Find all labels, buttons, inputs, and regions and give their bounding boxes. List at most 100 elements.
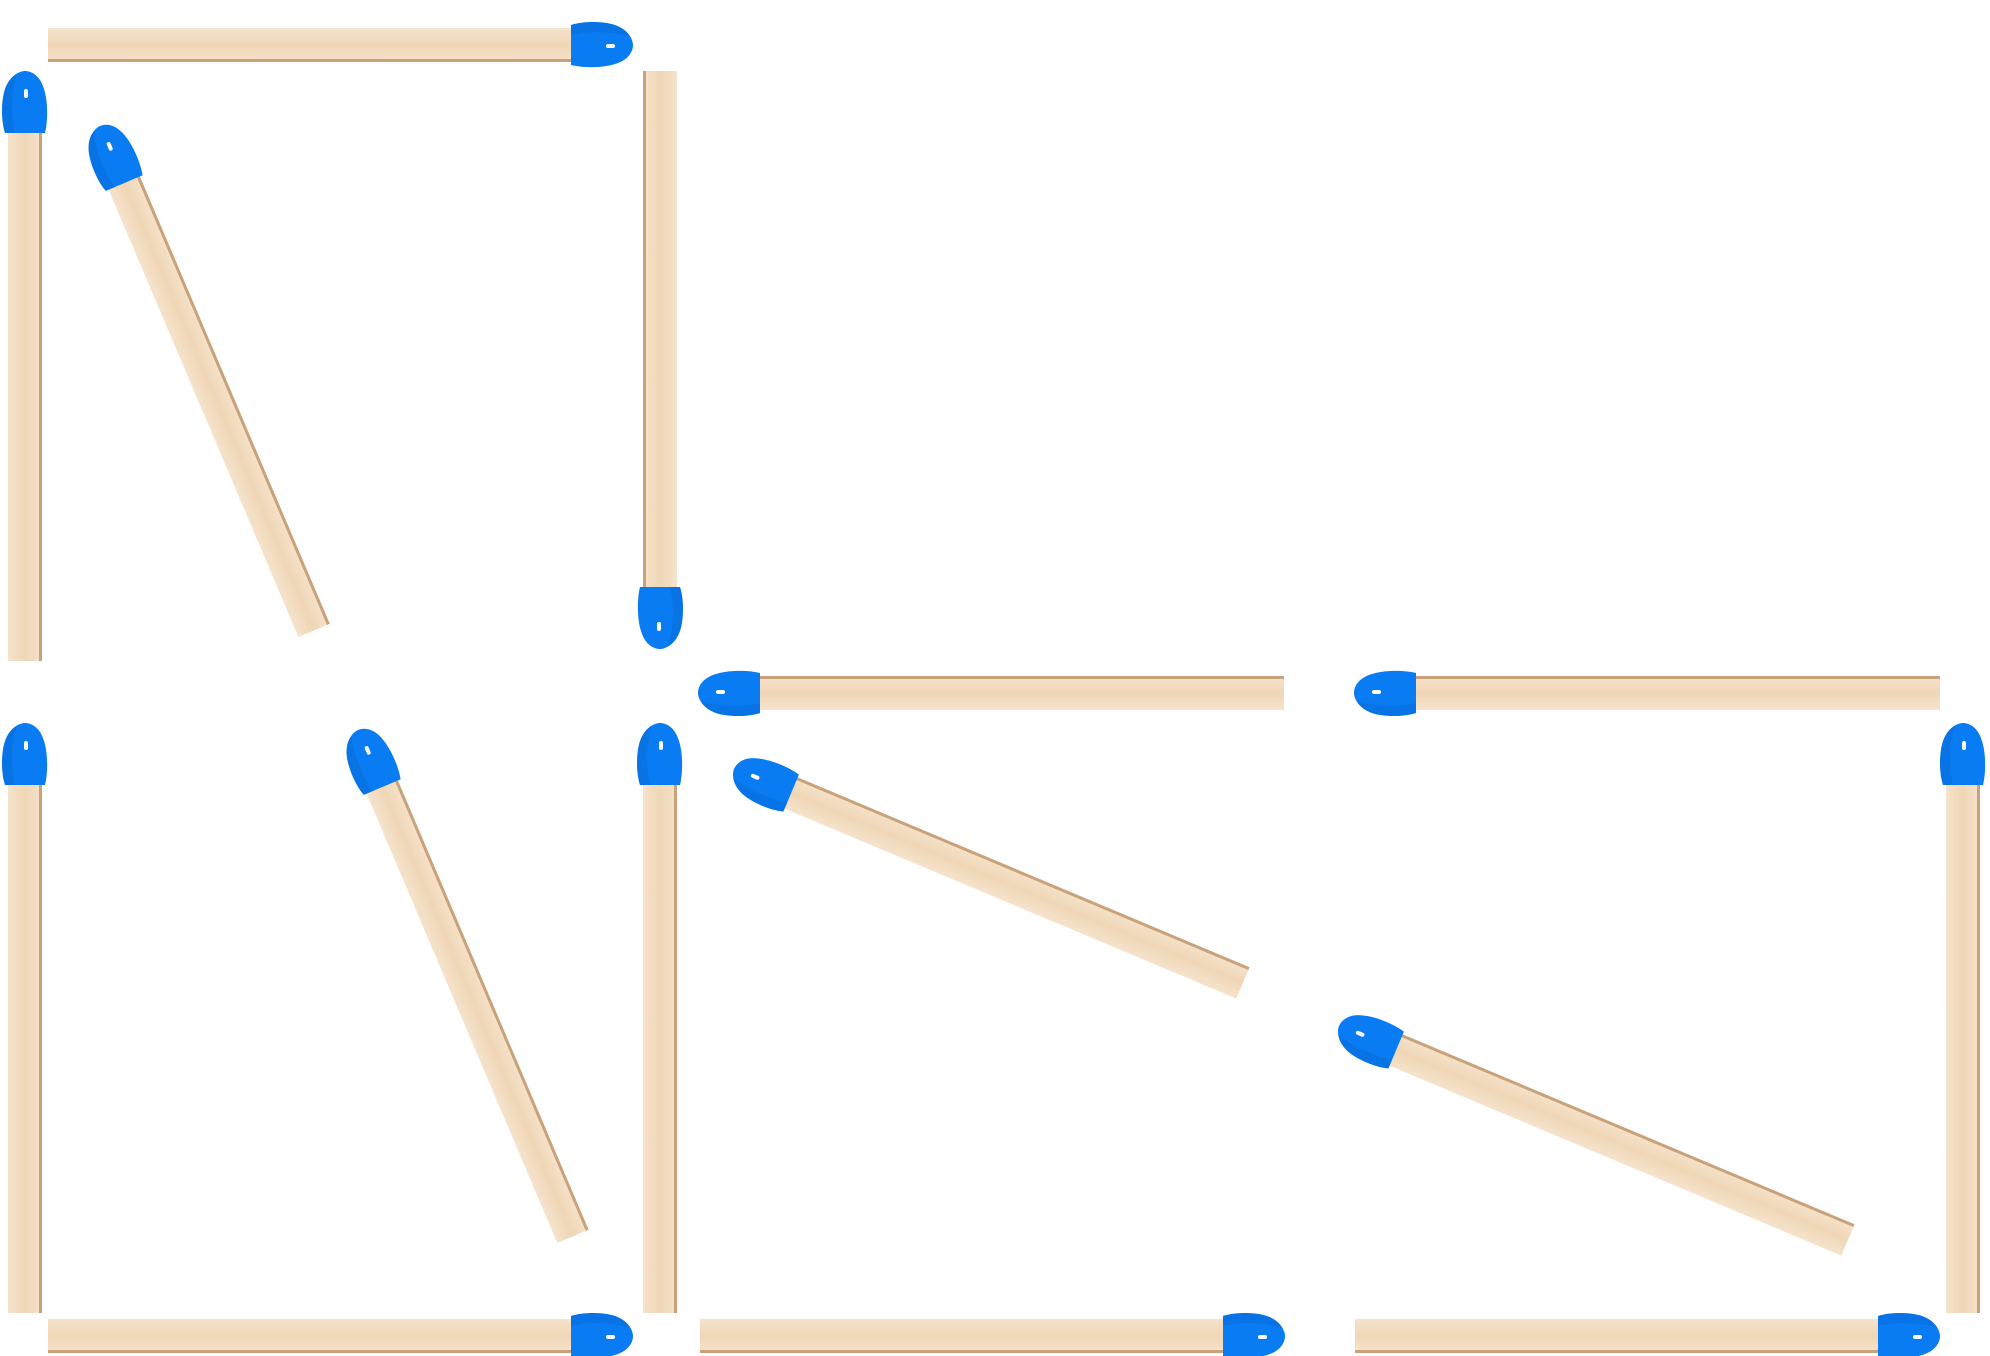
match-head-shade xyxy=(346,735,374,795)
match-stick-edge xyxy=(700,1350,1240,1353)
matchstick-middle-horizontal-1[interactable] xyxy=(698,670,1284,716)
matchstick-icon xyxy=(48,22,633,68)
match-head-highlight xyxy=(1962,741,1966,750)
matchstick-icon xyxy=(1355,1313,1940,1356)
match-stick xyxy=(1373,1027,1855,1256)
match-head-icon xyxy=(637,587,683,649)
match-stick xyxy=(768,770,1250,999)
match-head-icon xyxy=(1940,723,1986,785)
match-stick xyxy=(643,768,677,1313)
match-head-highlight xyxy=(606,1335,615,1339)
match-head-shade xyxy=(1878,1313,1937,1328)
matchstick-icon xyxy=(637,71,683,649)
matchstick-lower-right-diagonal[interactable] xyxy=(1331,1008,1855,1259)
match-head-shade xyxy=(88,131,116,191)
match-head-highlight xyxy=(364,746,371,755)
match-stick xyxy=(8,116,42,661)
matchstick-bottom-horizontal-3[interactable] xyxy=(1355,1313,1940,1356)
match-stick-edge xyxy=(48,59,588,62)
match-head-highlight xyxy=(606,44,615,48)
match-stick-edge xyxy=(1977,768,1980,1313)
match-head-highlight xyxy=(716,690,725,694)
match-head-icon xyxy=(637,723,683,785)
match-stick xyxy=(700,1319,1240,1353)
match-head-highlight xyxy=(657,622,661,631)
match-head-highlight xyxy=(750,773,760,780)
match-stick xyxy=(643,71,677,604)
match-stick-edge xyxy=(780,770,1250,971)
match-head-shade xyxy=(1357,701,1416,716)
match-stick xyxy=(743,676,1284,710)
match-stick xyxy=(8,768,42,1313)
match-stick xyxy=(48,28,588,62)
match-head-highlight xyxy=(1258,1335,1267,1339)
match-stick-edge xyxy=(39,768,42,1313)
match-head-highlight xyxy=(24,89,28,98)
matchstick-bottom-horizontal-2[interactable] xyxy=(700,1313,1285,1356)
match-stick-edge xyxy=(130,160,330,625)
match-stick-edge xyxy=(1399,676,1940,679)
matchstick-icon xyxy=(48,1313,633,1356)
matchstick-upper-left-vertical[interactable] xyxy=(2,71,48,661)
match-head-shade xyxy=(2,726,17,785)
matchstick-upper-left-diagonal[interactable] xyxy=(82,118,333,638)
match-head-shade xyxy=(2,74,17,133)
match-head-icon xyxy=(88,124,143,191)
match-head-icon xyxy=(1338,1015,1404,1069)
match-head-highlight xyxy=(1355,1030,1365,1037)
match-head-highlight xyxy=(1913,1335,1922,1339)
match-stick-edge xyxy=(643,71,646,604)
match-head-shade xyxy=(1940,726,1955,785)
match-head-icon xyxy=(571,22,633,68)
match-head-shade xyxy=(571,1313,630,1328)
matchstick-upper-middle-vertical[interactable] xyxy=(637,71,683,649)
match-head-highlight xyxy=(24,741,28,750)
match-head-icon xyxy=(2,71,48,133)
match-stick xyxy=(1355,1319,1895,1353)
match-head-icon xyxy=(346,728,401,795)
matchstick-lower-center-diagonal[interactable] xyxy=(726,751,1250,1002)
matchstick-icon xyxy=(700,1313,1285,1356)
match-head-shade xyxy=(571,22,630,37)
matchstick-lower-left-diagonal[interactable] xyxy=(340,722,592,1244)
match-stick xyxy=(1399,676,1940,710)
match-head-icon xyxy=(733,758,799,812)
match-stick xyxy=(48,1319,588,1353)
matchstick-lower-middle-vertical[interactable] xyxy=(637,723,683,1313)
match-head-shade xyxy=(733,777,788,812)
match-stick-edge xyxy=(743,676,1284,679)
match-stick xyxy=(1946,768,1980,1313)
match-head-shade xyxy=(701,701,760,716)
matchstick-icon xyxy=(346,728,589,1243)
matchstick-lower-left-vertical[interactable] xyxy=(2,723,48,1313)
matchstick-icon xyxy=(2,723,48,1313)
match-head-highlight xyxy=(1372,690,1381,694)
matchstick-bottom-horizontal-1[interactable] xyxy=(48,1313,633,1356)
match-head-highlight xyxy=(659,741,663,750)
matchstick-icon xyxy=(733,758,1250,999)
matchstick-icon xyxy=(2,71,48,661)
match-stick xyxy=(101,160,330,638)
matchstick-icon xyxy=(1354,670,1940,716)
match-head-shade xyxy=(637,726,652,785)
match-head-highlight xyxy=(106,142,113,151)
matchstick-icon xyxy=(88,124,330,638)
matchstick-icon xyxy=(1338,1015,1855,1256)
match-stick-edge xyxy=(674,768,677,1313)
match-head-icon xyxy=(2,723,48,785)
matchstick-top-horizontal[interactable] xyxy=(48,22,633,68)
match-head-icon xyxy=(1354,670,1416,716)
matchstick-icon xyxy=(637,723,683,1313)
match-head-shade xyxy=(1338,1034,1393,1069)
match-head-icon xyxy=(698,670,760,716)
match-stick-edge xyxy=(1385,1027,1855,1228)
matchstick-icon xyxy=(698,670,1284,716)
match-stick-edge xyxy=(39,116,42,661)
matchstick-right-vertical[interactable] xyxy=(1940,723,1986,1313)
match-head-shade xyxy=(668,587,683,646)
matchstick-icon xyxy=(1940,723,1986,1313)
matchstick-middle-horizontal-2[interactable] xyxy=(1354,670,1940,716)
match-stick xyxy=(359,764,589,1243)
match-stick-edge xyxy=(1355,1350,1895,1353)
